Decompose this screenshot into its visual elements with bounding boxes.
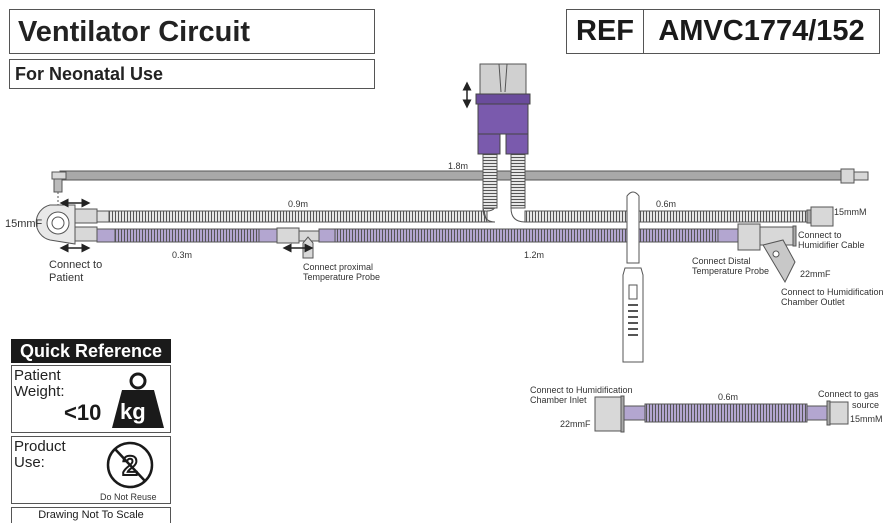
- length-inspiratory-left: 0.3m: [172, 250, 193, 260]
- subtitle-box: For Neonatal Use: [9, 59, 375, 89]
- sensor-line: [51, 168, 869, 222]
- expiratory-limb: [96, 151, 834, 227]
- weight-unit: kg: [120, 399, 146, 424]
- gas-source-line2: source: [852, 400, 880, 410]
- exp-end-size-label: 15mmM: [834, 207, 867, 217]
- inspiratory-limb: [96, 223, 797, 284]
- gas-source-line1: Connect to gas: [818, 389, 879, 399]
- connect-proximal-line1: Connect proximal: [303, 262, 374, 272]
- weight-label-line2: Weight:: [14, 383, 65, 400]
- length-dry-line: 0.6m: [718, 392, 739, 402]
- weight-label-line1: Patient: [14, 367, 61, 384]
- use-label-line1: Product: [14, 438, 66, 455]
- tube-clip: [622, 191, 644, 363]
- page-title: Ventilator Circuit: [18, 16, 251, 48]
- wye-size-label: 15mmF: [5, 218, 43, 230]
- dry-line: [594, 395, 849, 433]
- scale-note-box: Drawing Not To Scale: [11, 507, 171, 523]
- connect-patient-line1: Connect to: [49, 259, 103, 271]
- length-inspiratory-right: 1.2m: [524, 250, 545, 260]
- ref-label: REF: [567, 10, 644, 53]
- length-expiratory-right: 0.6m: [656, 199, 677, 209]
- length-sensor-line: 1.8m: [448, 161, 469, 171]
- chamber-outlet-line2: Chamber Outlet: [781, 297, 845, 307]
- weight-value: <10: [64, 400, 102, 425]
- do-not-reuse-icon: 2: [106, 441, 154, 489]
- length-expiratory-left: 0.9m: [288, 199, 309, 209]
- connect-distal-line2: Temperature Probe: [692, 266, 770, 276]
- weight-panel: Patient Weight: <10 kg: [11, 365, 171, 433]
- title-box: Ventilator Circuit: [9, 9, 375, 54]
- chamber-outlet-size-label: 22mmF: [800, 269, 831, 279]
- weight-icon: [112, 372, 164, 428]
- scale-note: Drawing Not To Scale: [38, 509, 144, 521]
- use-label-line2: Use:: [14, 454, 45, 471]
- product-use-panel: Product Use: 2 Do Not Reuse: [11, 436, 171, 504]
- chamber-inlet-size-label: 22mmF: [560, 419, 591, 429]
- patient-wye: [35, 204, 98, 245]
- connect-proximal-line2: Temperature Probe: [303, 272, 381, 282]
- chamber-inlet-line1: Connect to Humidification: [530, 385, 633, 395]
- ref-box: REF AMVC1774/152: [566, 9, 880, 54]
- ref-value: AMVC1774/152: [658, 15, 865, 47]
- chamber-inlet-line2: Chamber Inlet: [530, 395, 587, 405]
- do-not-reuse-caption: Do Not Reuse: [100, 492, 157, 502]
- chamber-outlet-line1: Connect to Humidification: [781, 287, 884, 297]
- manifold: [475, 63, 531, 155]
- connect-patient-line2: Patient: [49, 272, 84, 284]
- humidifier-cable-line2: Humidifier Cable: [798, 240, 865, 250]
- quick-reference-heading: Quick Reference: [11, 339, 171, 363]
- humidifier-cable-line1: Connect to: [798, 230, 842, 240]
- page-subtitle: For Neonatal Use: [15, 64, 164, 84]
- gas-size-label: 15mmM: [850, 414, 883, 424]
- connect-distal-line1: Connect Distal: [692, 256, 751, 266]
